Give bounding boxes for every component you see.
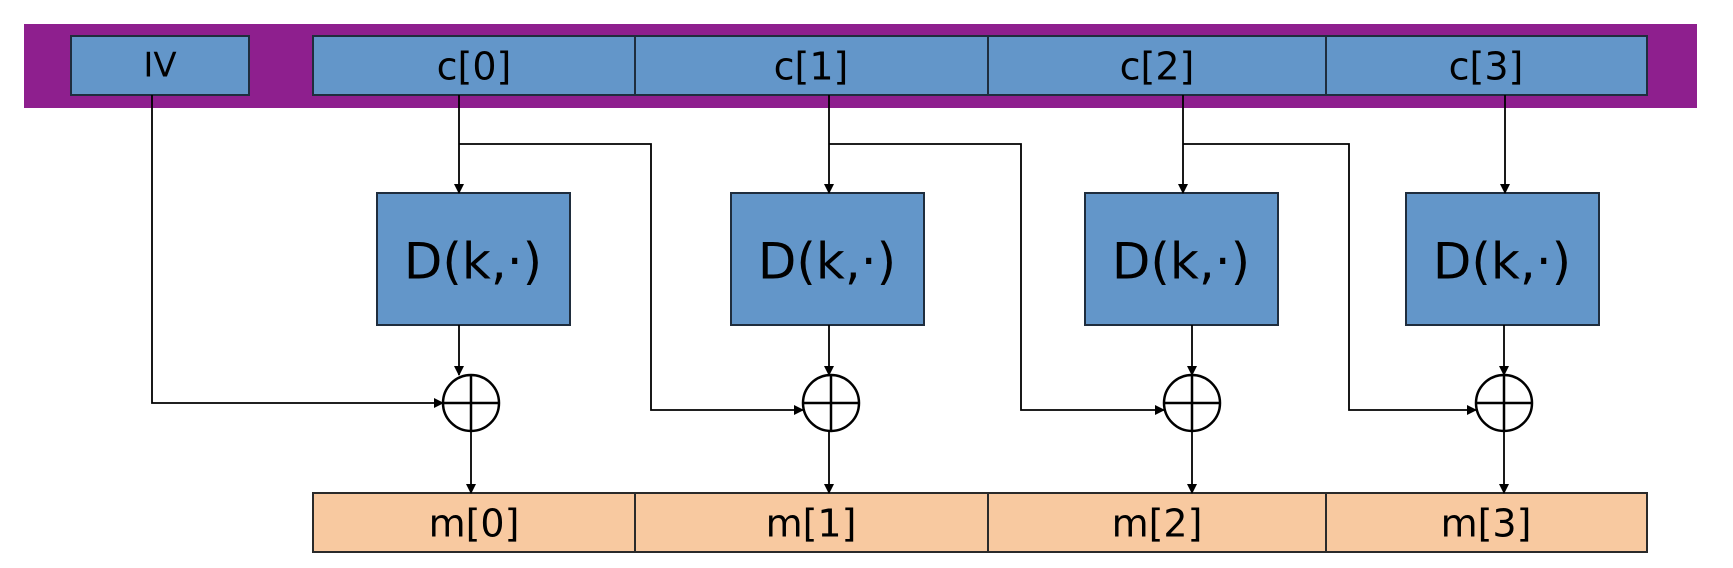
ciphertext-block-0 — [312, 35, 636, 96]
ciphertext-label-1: c[1] — [774, 45, 849, 89]
decrypt-label-1: D(k,·) — [758, 233, 896, 291]
plaintext-block-3 — [1325, 492, 1648, 553]
plaintext-label-1: m[1] — [766, 502, 857, 546]
plaintext-label-2: m[2] — [1112, 502, 1203, 546]
decrypt-block-3 — [1405, 192, 1600, 326]
arrow-iv-to-xor0 — [151, 95, 444, 408]
xor-symbol-3 — [1474, 373, 1534, 433]
connectors — [151, 95, 1510, 494]
arrow-c1-to-xor2 — [829, 143, 1165, 415]
decrypt-block-0 — [376, 192, 571, 326]
decrypt-block-2 — [1084, 192, 1279, 326]
plaintext-row: m[0] m[1] m[2] m[3] — [312, 492, 1648, 553]
xor-symbol-1 — [801, 373, 861, 433]
iv-box — [70, 35, 250, 96]
ciphertext-label-2: c[2] — [1120, 45, 1195, 89]
ciphertext-block-1 — [634, 35, 989, 96]
ciphertext-block-2 — [987, 35, 1327, 96]
decrypt-label-0: D(k,·) — [404, 233, 542, 291]
arrow-c0-to-xor1 — [459, 143, 804, 415]
plaintext-block-0 — [312, 492, 636, 553]
iv-block: IV — [70, 35, 250, 96]
plaintext-block-1 — [634, 492, 989, 553]
ciphertext-block-3 — [1325, 35, 1648, 96]
xor-row — [441, 373, 1534, 433]
plaintext-block-2 — [987, 492, 1327, 553]
plaintext-label-0: m[0] — [429, 502, 520, 546]
iv-label: IV — [143, 46, 176, 86]
ciphertext-label-0: c[0] — [437, 45, 512, 89]
decrypt-block-1 — [730, 192, 925, 326]
ciphertext-row: c[0] c[1] c[2] c[3] — [312, 35, 1648, 96]
decrypt-label-2: D(k,·) — [1112, 233, 1250, 291]
xor-symbol-0 — [441, 373, 501, 433]
arrow-c2-to-xor3 — [1183, 143, 1477, 415]
ciphertext-label-3: c[3] — [1449, 45, 1524, 89]
xor-symbol-2 — [1162, 373, 1222, 433]
plaintext-label-3: m[3] — [1441, 502, 1532, 546]
decrypt-row: D(k,·) D(k,·) D(k,·) D(k,·) — [376, 192, 1600, 326]
decrypt-label-3: D(k,·) — [1433, 233, 1571, 291]
